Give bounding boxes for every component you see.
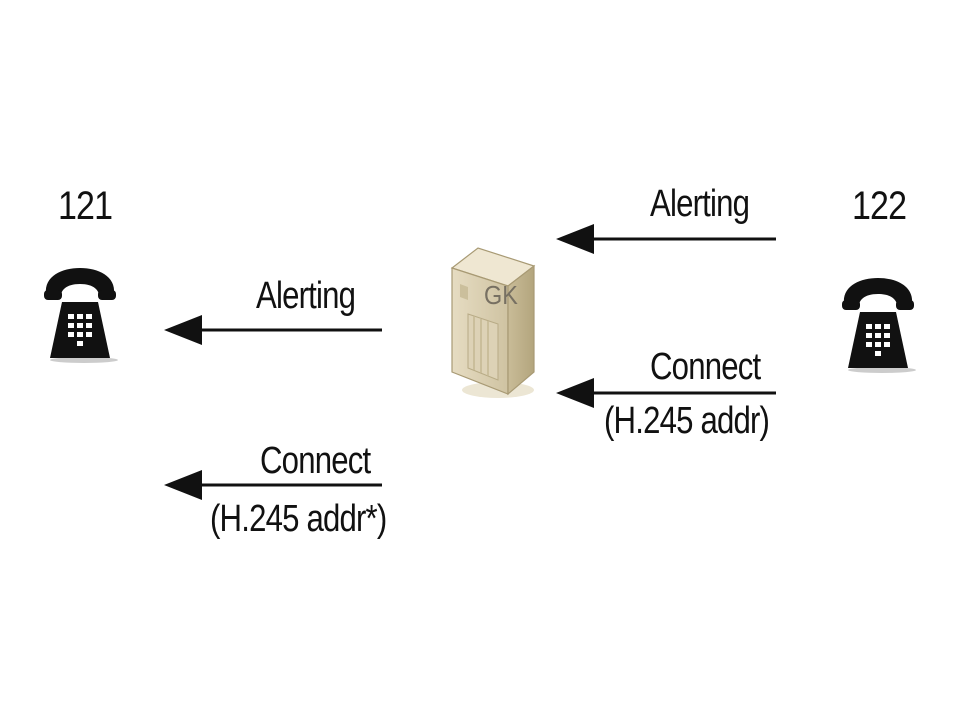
- endpoint-122-label: 122: [852, 184, 907, 228]
- telephone-icon: [842, 278, 916, 373]
- telephone-icon: [44, 268, 118, 363]
- server-icon: [450, 247, 536, 398]
- right-connect-label: Connect: [650, 346, 761, 388]
- left-connect-label: Connect: [260, 440, 371, 482]
- arrow-left-icon: [556, 378, 776, 408]
- arrow-left-icon: [164, 470, 382, 500]
- endpoint-121-label: 121: [58, 184, 113, 228]
- right-alerting-label: Alerting: [650, 183, 750, 225]
- gatekeeper-label: GK: [484, 280, 518, 310]
- left-connect-sublabel: (H.245 addr*): [210, 498, 387, 540]
- right-connect-sublabel: (H.245 addr): [604, 400, 770, 442]
- arrow-left-icon: [556, 224, 776, 254]
- arrow-left-icon: [164, 315, 382, 345]
- left-alerting-label: Alerting: [256, 275, 356, 317]
